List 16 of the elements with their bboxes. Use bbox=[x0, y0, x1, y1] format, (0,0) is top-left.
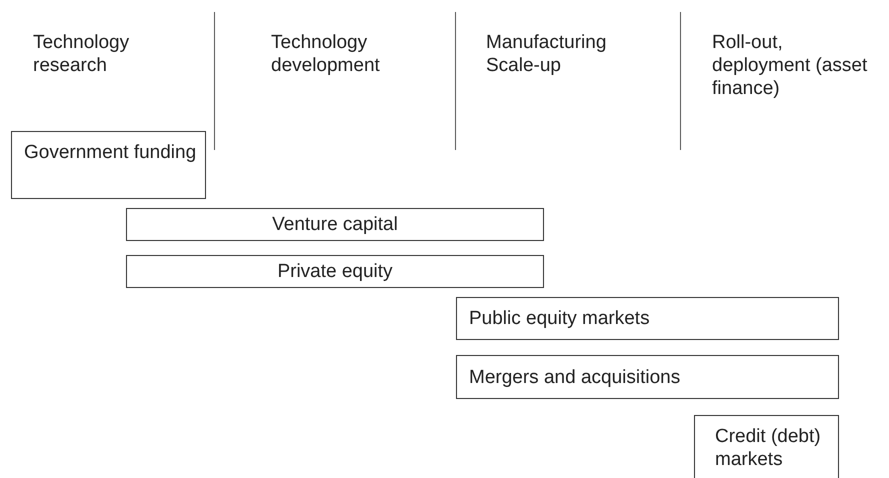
funding-box bbox=[11, 131, 206, 199]
funding-box bbox=[456, 355, 839, 399]
funding-box bbox=[694, 415, 839, 478]
funding-source-text: Private equity bbox=[276, 260, 394, 283]
stage-heading: Roll-out, deployment (asset finance) bbox=[712, 31, 868, 100]
funding-box bbox=[126, 208, 544, 241]
funding-source-text: Public equity markets bbox=[469, 307, 651, 330]
funding-source-text: Government funding bbox=[24, 141, 198, 164]
funding-box bbox=[456, 297, 839, 340]
funding-box bbox=[126, 255, 544, 288]
stage-heading: Manufacturing Scale-up bbox=[486, 31, 608, 77]
funding-source-text: Venture capital bbox=[271, 213, 399, 236]
funding-source-text: Mergers and acquisitions bbox=[469, 366, 682, 388]
stage-heading: Technology research bbox=[33, 31, 130, 77]
funding-source-text: Credit (debt) markets bbox=[715, 425, 822, 471]
stage-heading: Technology development bbox=[271, 31, 381, 77]
